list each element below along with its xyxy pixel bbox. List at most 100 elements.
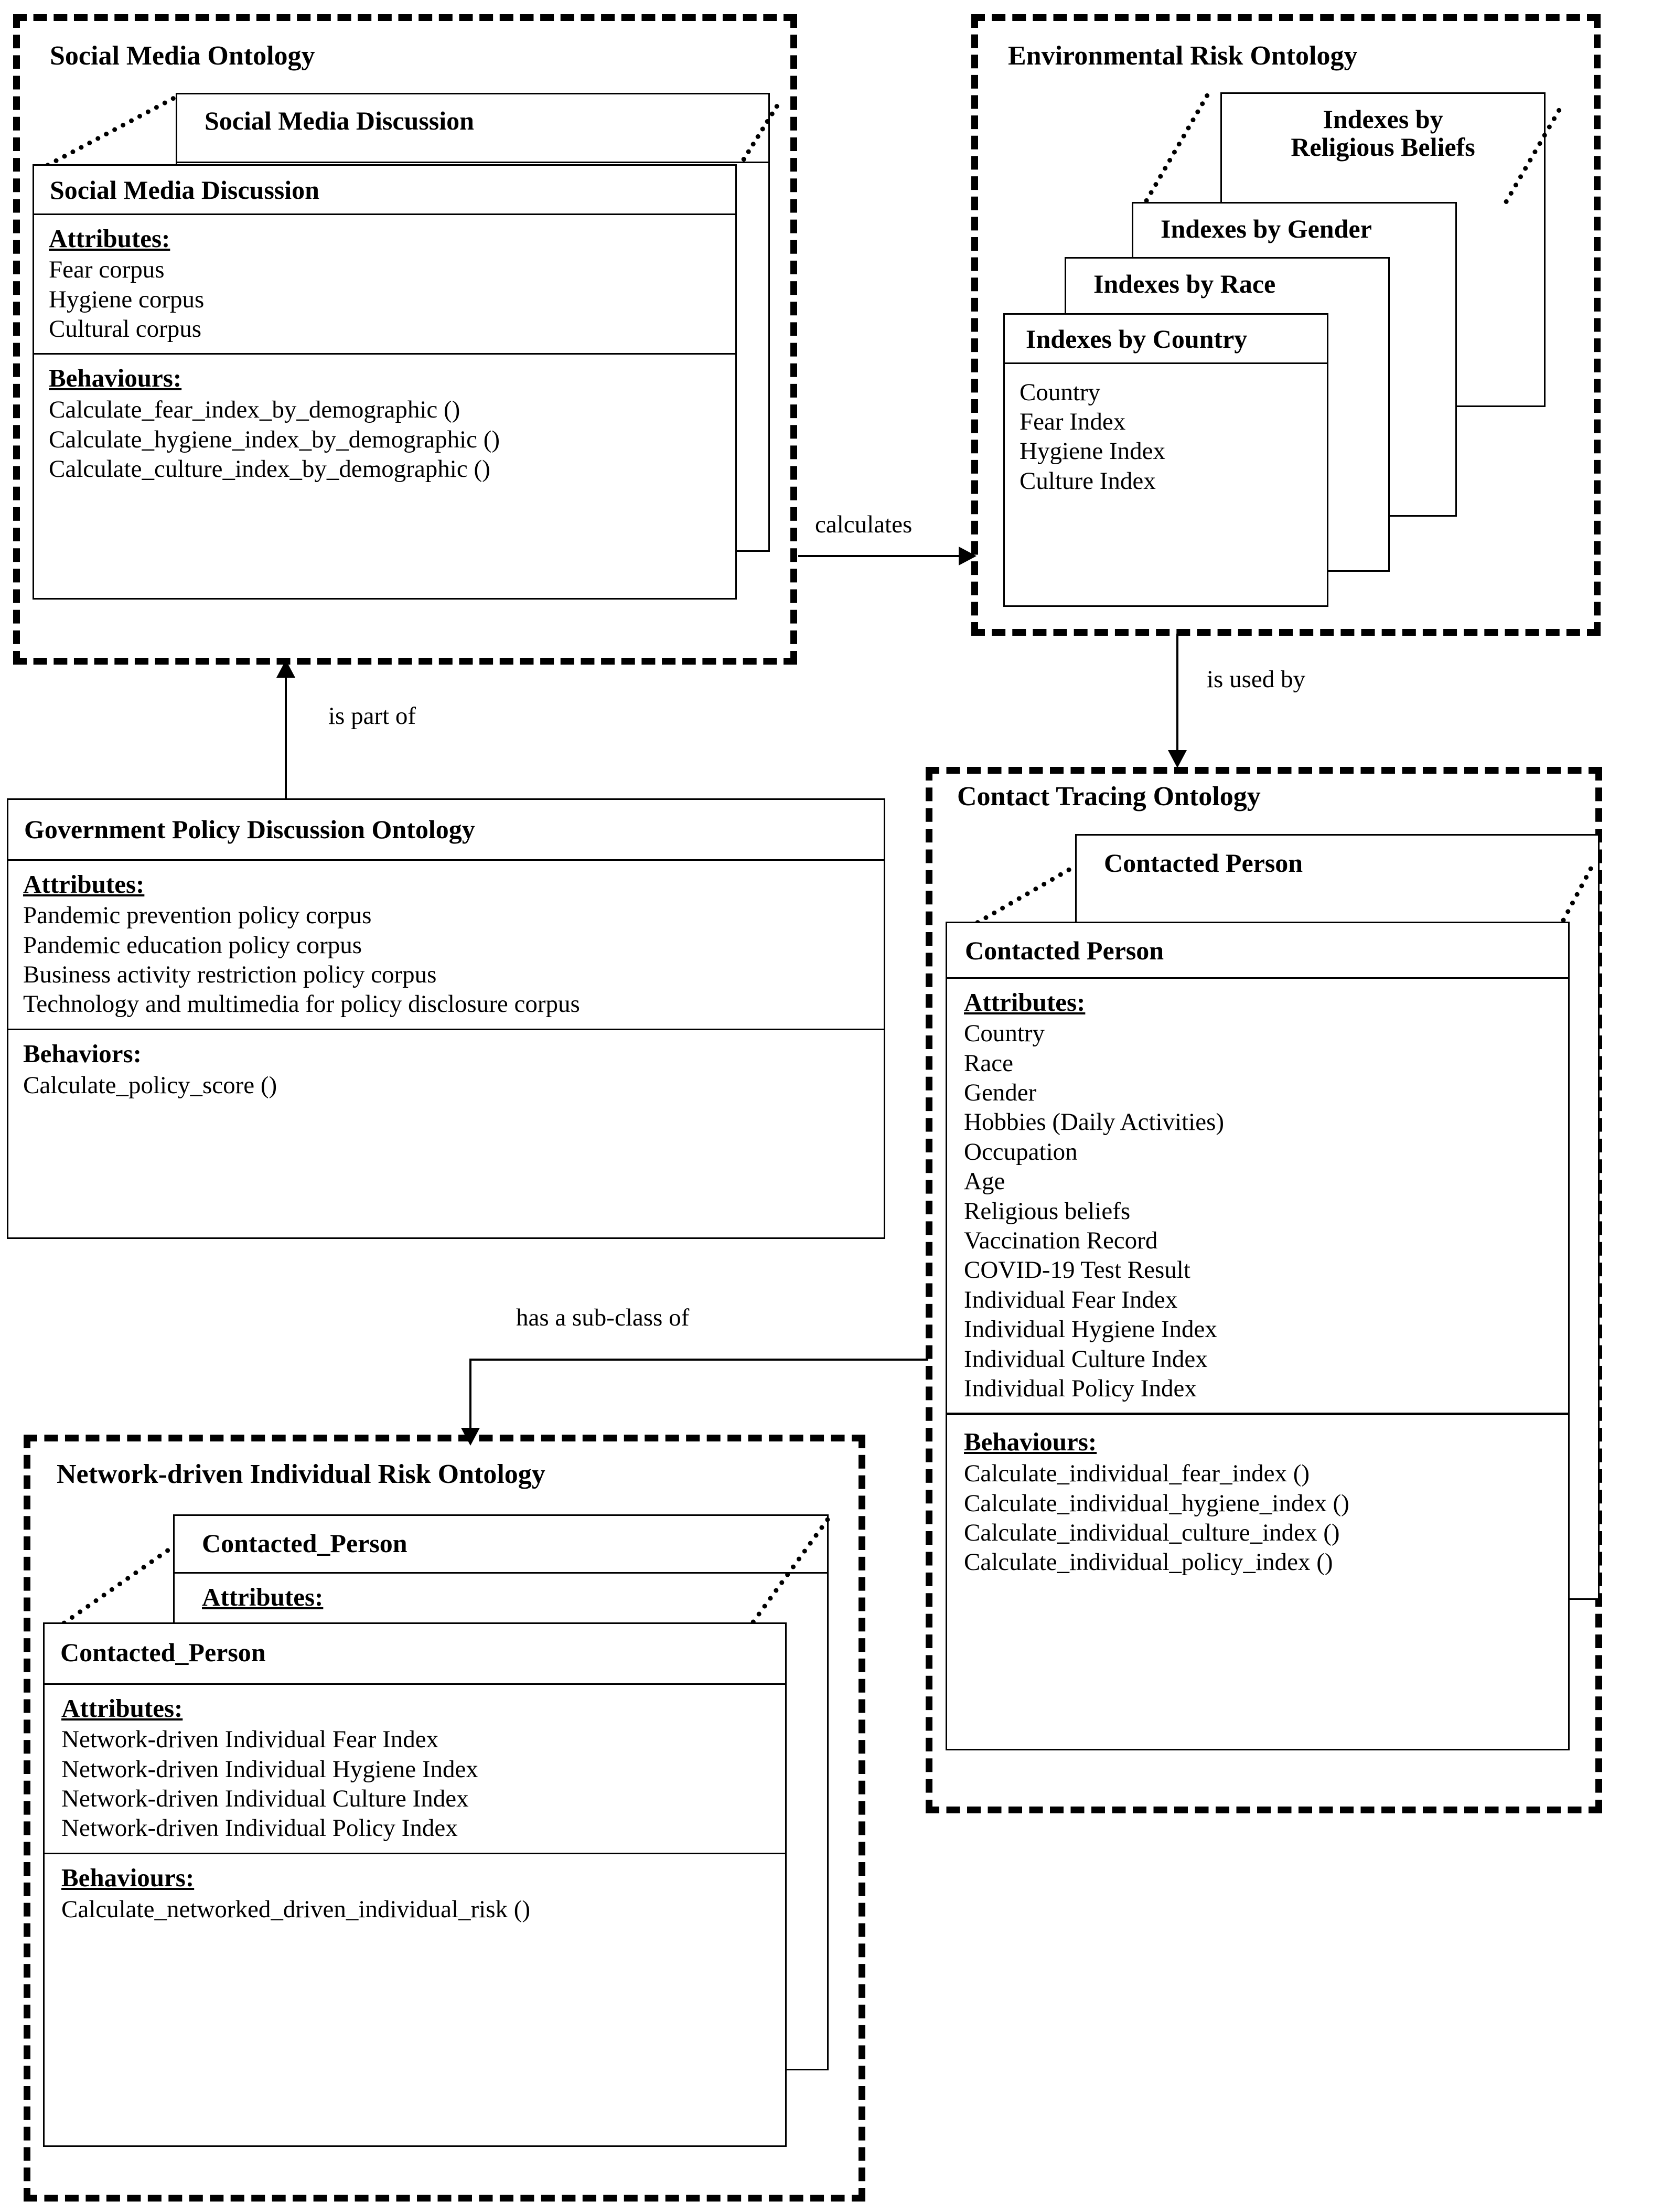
attribute-row: Country [1020,378,1101,406]
class-name: Contacted Person [965,936,1164,965]
class-box-government-policy-discussion-ontology: Government Policy Discussion Ontology At… [7,798,885,1239]
behaviour-row: Calculate_networked_driven_individual_ri… [61,1895,531,1923]
behaviour-row: Calculate_individual_hygiene_index () [964,1489,1349,1517]
attributes-header: Attributes: [49,223,170,253]
relationship-label-has-a-sub-class-of: has a sub-class of [513,1305,693,1331]
attribute-row: Individual Fear Index [964,1286,1178,1313]
arrowhead-is-part-of [276,660,295,678]
stack-divider [177,162,768,163]
behaviour-row: Calculate_fear_index_by_demographic () [49,396,460,424]
relationship-label-calculates: calculates [812,511,916,538]
attribute-row: Technology and multimedia for policy dis… [23,990,580,1018]
stack-box-title: Indexes by Gender [1161,214,1372,243]
stack-box-title: Indexes by Religious Beliefs [1291,104,1475,162]
behaviours-section: Behaviors: Calculate_policy_score () [8,1030,884,1109]
attribute-row: Individual Hygiene Index [964,1316,1217,1343]
class-divider [8,859,884,861]
relationship-line-has-a-sub-class-of [469,1359,928,1361]
behaviour-row: Calculate_policy_score () [23,1071,277,1099]
attributes-section: Attributes: Fear corpus Hygiene corpus C… [34,215,735,354]
class-box-contacted-person: Contacted Person Attributes: Country Rac… [946,922,1570,1750]
stack-box-title: Indexes by Race [1093,269,1276,298]
behaviour-row: Calculate_culture_index_by_demographic (… [49,455,490,483]
attributes-header: Attributes: [61,1693,183,1723]
relationship-line-is-used-by [1176,634,1178,754]
class-name: Contacted_Person [60,1638,266,1667]
attribute-row: Individual Policy Index [964,1374,1197,1402]
attribute-row: Vaccination Record [964,1227,1158,1255]
package-title-contact-tracing-ontology: Contact Tracing Ontology [957,782,1261,811]
class-divider [34,213,735,215]
attribute-row: Culture Index [1020,467,1156,495]
class-divider [45,1683,785,1685]
relationship-line-calculates [798,555,961,557]
behaviours-section: Behaviours: Calculate_fear_index_by_demo… [34,355,735,493]
attributes-section: Attributes: Pandemic prevention policy c… [8,861,884,1029]
class-divider [947,977,1568,979]
attribute-row: Network-driven Individual Policy Index [61,1814,458,1842]
attribute-row: Cultural corpus [49,315,202,343]
arrowhead-is-used-by [1168,750,1187,768]
behaviours-header: Behaviours: [61,1863,195,1892]
class-name: Government Policy Discussion Ontology [24,815,475,844]
relationship-line-has-a-sub-class-of-drop [469,1359,471,1432]
attribute-row: COVID-19 Test Result [964,1256,1190,1284]
class-box-indexes-by-country: Indexes by Country Country Fear Index Hy… [1003,313,1328,607]
attribute-row: Network-driven Individual Fear Index [61,1726,439,1754]
behaviours-header: Behaviours: [964,1427,1097,1457]
class-divider [947,1413,1568,1416]
behaviour-row: Calculate_individual_fear_index () [964,1460,1310,1488]
attribute-row: Hygiene corpus [49,285,205,313]
package-social-media-ontology [13,14,797,665]
attribute-row: Occupation [964,1138,1078,1166]
package-network-driven-individual-risk-ontology [24,1435,865,2202]
class-box-contacted-person-network: Contacted_Person Attributes: Network-dri… [43,1622,787,2147]
stack-attributes-header-section: Attributes: [175,1574,827,1623]
package-environmental-risk-ontology [971,14,1601,636]
package-title-network-driven-individual-risk-ontology: Network-driven Individual Risk Ontology [57,1459,545,1489]
class-box-social-media-discussion: Social Media Discussion Attributes: Fear… [33,164,737,600]
stack-box-title: Social Media Discussion [205,106,474,135]
attribute-row: Country [964,1020,1045,1048]
attributes-section: Country Fear Index Hygiene Index Culture… [1005,364,1327,506]
behaviour-row: Calculate_individual_culture_index () [964,1519,1340,1546]
attribute-row: Hobbies (Daily Activities) [964,1108,1225,1136]
stack-box-title: Contacted_Person [202,1529,407,1558]
attribute-row: Religious beliefs [964,1197,1131,1225]
attributes-header: Attributes: [964,987,1086,1017]
attribute-row: Network-driven Individual Culture Index [61,1785,469,1813]
attribute-row: Fear Index [1020,408,1126,435]
relationship-label-is-used-by: is used by [1204,666,1308,693]
attribute-row: Age [964,1168,1005,1195]
package-title-social-media-ontology: Social Media Ontology [50,41,315,71]
class-name: Social Media Discussion [50,175,319,205]
relationship-label-is-part-of: is part of [325,703,420,730]
attributes-header: Attributes: [202,1582,324,1611]
attributes-section: Attributes: Country Race Gender Hobbies … [947,979,1568,1413]
behaviour-row: Calculate_individual_policy_index () [964,1548,1333,1576]
attribute-row: Business activity restriction policy cor… [23,961,437,989]
attributes-section: Attributes: Network-driven Individual Fe… [45,1685,785,1853]
attribute-row: Fear corpus [49,256,165,284]
behaviours-header: Behaviours: [49,364,182,393]
behaviours-section: Behaviours: Calculate_networked_driven_i… [45,1854,785,1933]
attribute-row: Pandemic education policy corpus [23,931,362,959]
behaviours-section: Behaviours: Calculate_individual_fear_in… [947,1415,1568,1586]
attribute-row: Gender [964,1079,1037,1107]
behaviours-header: Behaviors: [23,1039,142,1068]
class-divider [34,353,735,355]
attribute-row: Network-driven Individual Hygiene Index [61,1755,478,1783]
class-name: Indexes by Country [1026,324,1248,354]
arrowhead-calculates [959,547,977,565]
stack-divider [175,1572,827,1574]
attribute-row: Individual Culture Index [964,1345,1208,1373]
behaviour-row: Calculate_hygiene_index_by_demographic (… [49,425,500,453]
class-divider [1005,362,1327,364]
class-divider [8,1028,884,1030]
attribute-row: Pandemic prevention policy corpus [23,902,372,929]
relationship-line-is-part-of [285,677,287,800]
stack-box-title: Contacted Person [1104,848,1303,878]
attribute-row: Race [964,1049,1013,1077]
package-title-environmental-risk-ontology: Environmental Risk Ontology [1008,41,1358,71]
